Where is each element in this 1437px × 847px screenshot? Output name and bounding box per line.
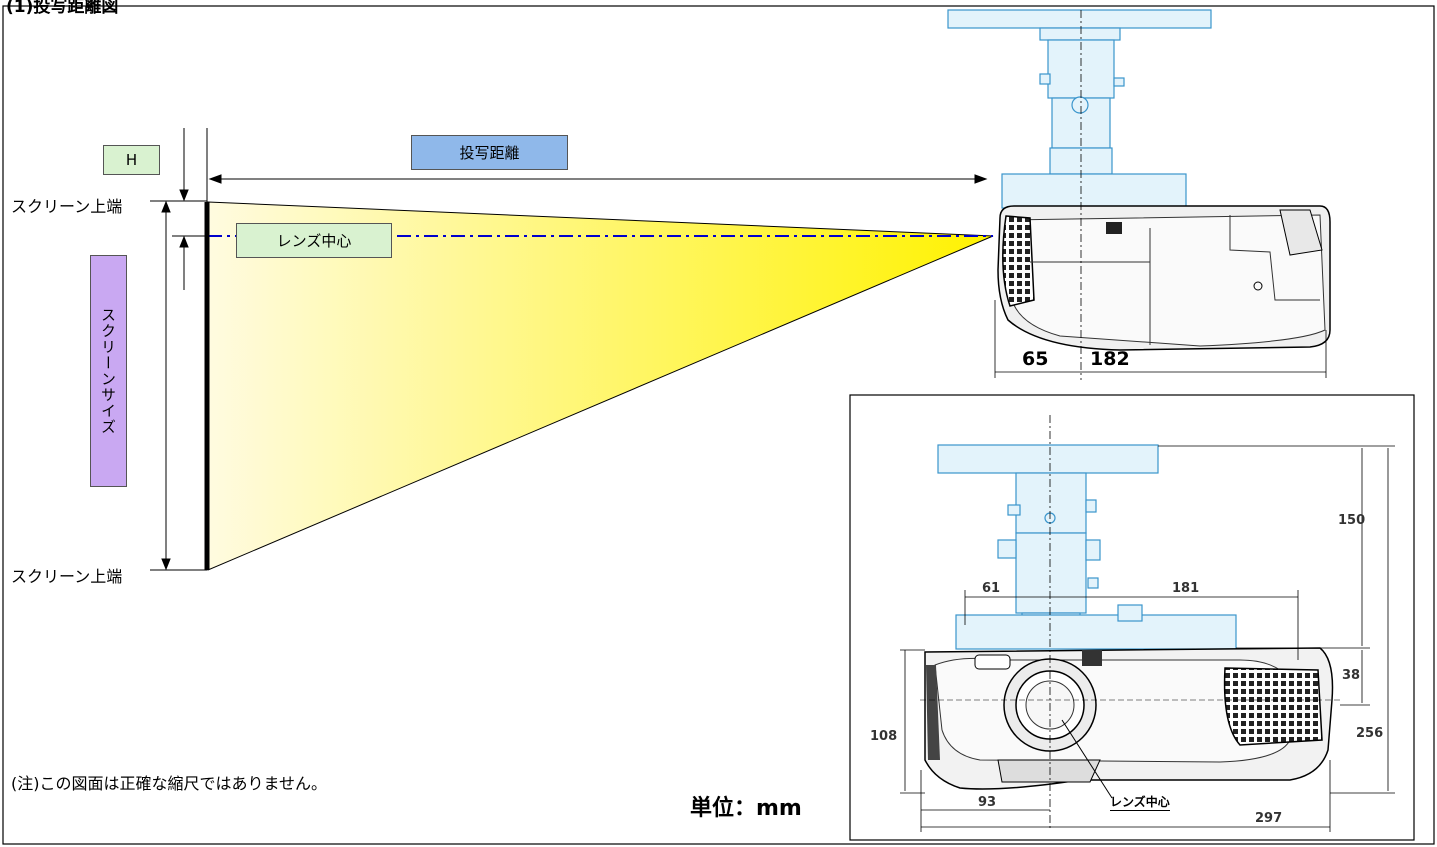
unit-label: 単位：mm [690,796,802,821]
screen-size-label-box: スクリーンサイズ [90,255,127,487]
side-dim-182: 182 [1090,348,1130,370]
front-dim-61: 61 [982,581,1001,596]
scale-note: (注)この図面は正確な縮尺ではありません。 [11,774,328,793]
h-label-box: H [103,145,160,175]
front-view-projector [920,415,1340,830]
screen-top-label: スクリーン上端 [11,193,123,217]
screen-bottom-label: スクリーン上端 [11,563,123,587]
screen-size-dimension [161,200,171,571]
front-dim-181: 181 [1172,581,1200,596]
outer-frame [2,5,1435,845]
side-dim-65: 65 [1022,348,1049,370]
front-dim-38: 38 [1342,668,1361,683]
h-dimension-arrows [179,128,189,290]
throw-distance-label-box: 投写距離 [411,135,568,170]
front-dim-297: 297 [1255,811,1283,826]
front-dim-108: 108 [870,729,898,744]
throw-distance-arrow [208,174,988,184]
side-view-projector [997,10,1331,380]
front-dim-93: 93 [978,795,997,810]
side-view-mount [947,9,1212,209]
front-dim-256: 256 [1356,726,1384,741]
page-title: (1)投写距離図 [6,0,119,17]
front-view-dimensions [900,445,1395,832]
side-view-dimensions [994,300,1327,378]
lens-center-label-box: レンズ中心 [236,223,392,258]
front-view-mount [937,444,1237,650]
front-lens-center-label: レンズ中心 [1110,795,1170,811]
front-dim-150: 150 [1338,513,1366,528]
